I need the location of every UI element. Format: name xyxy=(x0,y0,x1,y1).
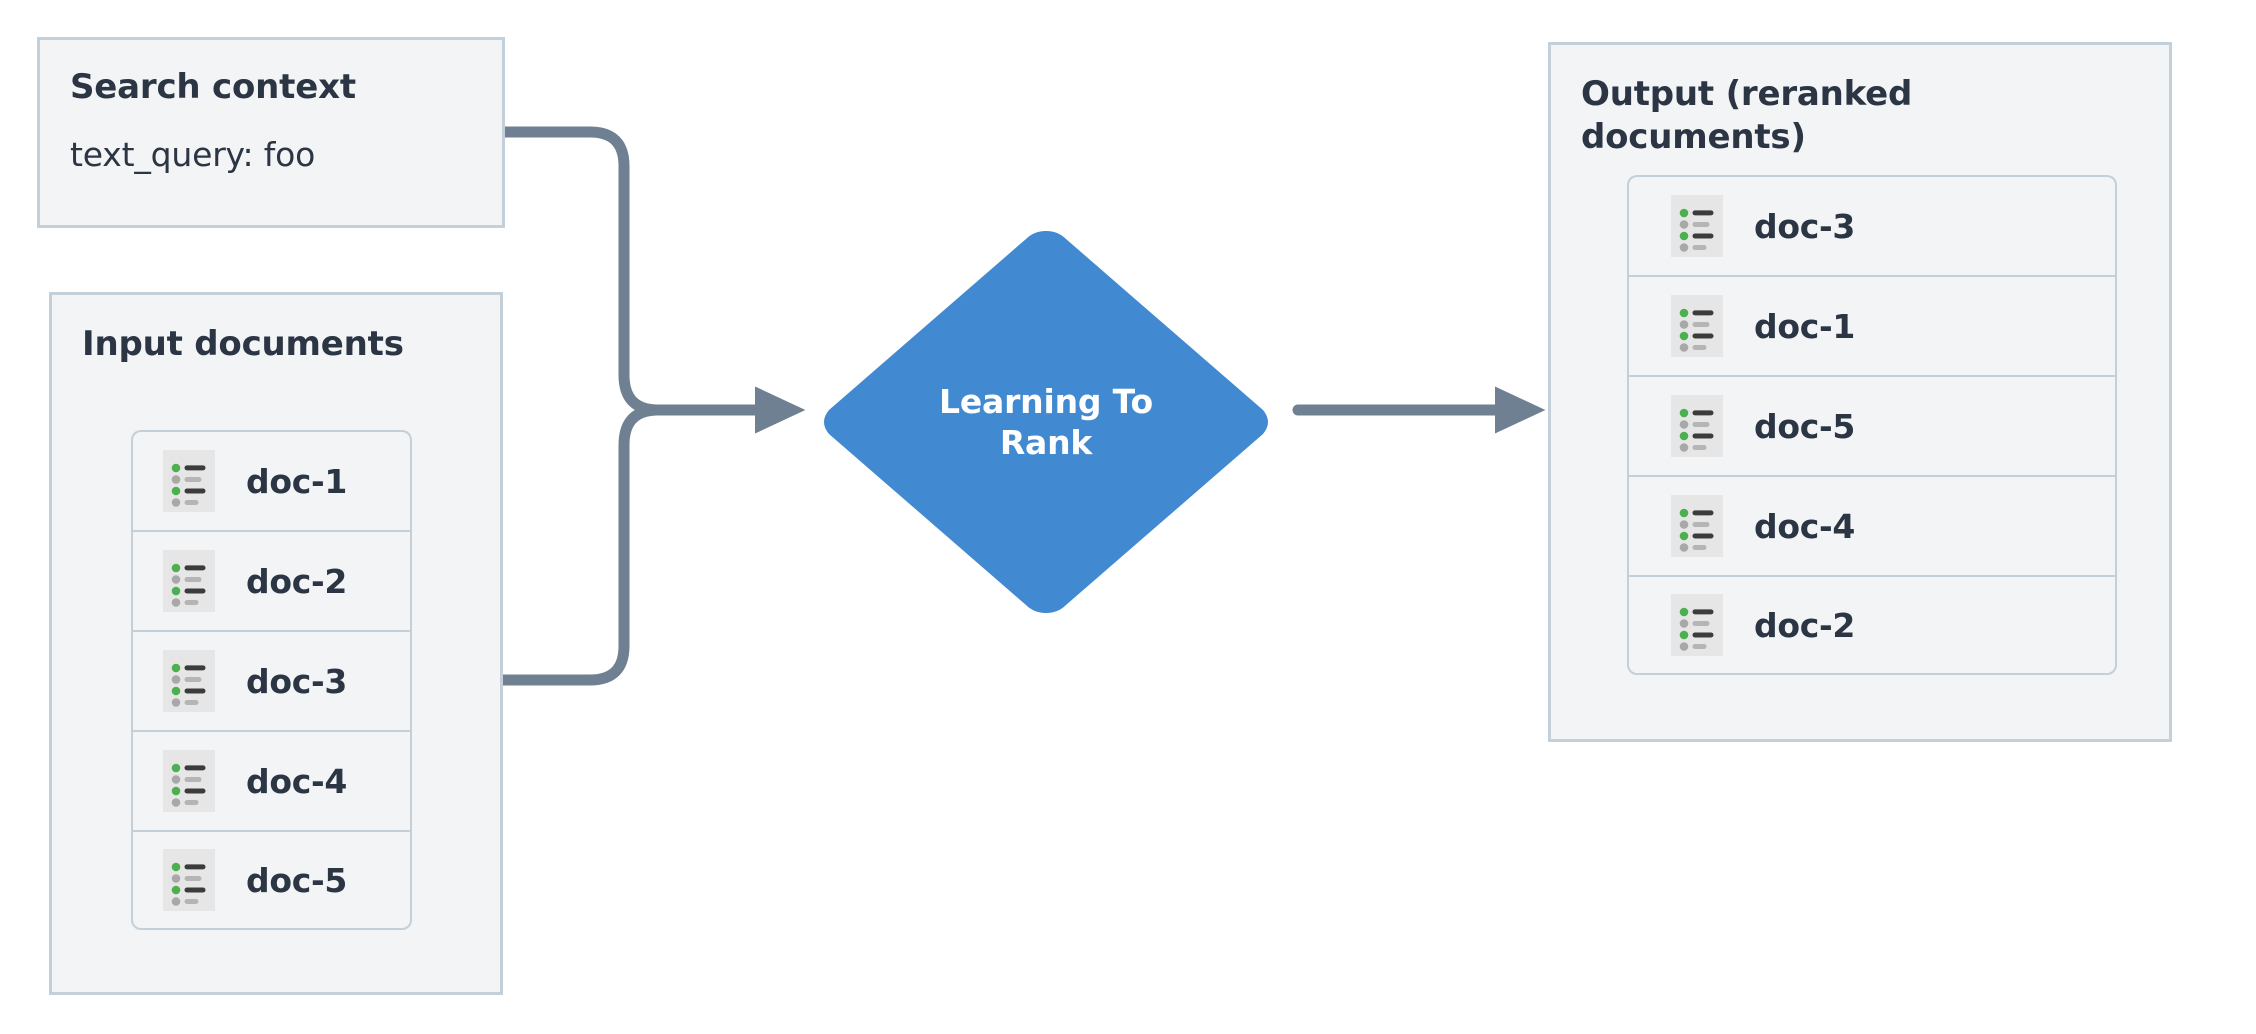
list-item-label: doc-4 xyxy=(1754,506,1856,546)
document-list-icon xyxy=(163,750,215,812)
document-list-icon xyxy=(1671,594,1723,656)
document-list-icon xyxy=(1671,495,1723,557)
list-item-label: doc-3 xyxy=(246,661,348,701)
search-context-panel: Search context text_query: foo xyxy=(37,37,505,228)
search-context-title: Search context xyxy=(70,67,356,107)
learning-to-rank-node[interactable]: Learning To Rank xyxy=(812,222,1280,622)
list-item-label: doc-2 xyxy=(1754,605,1856,645)
list-item-label: doc-2 xyxy=(246,561,348,601)
document-list-icon xyxy=(163,650,215,712)
list-item[interactable]: doc-3 xyxy=(131,630,412,730)
list-item-label: doc-4 xyxy=(246,761,348,801)
list-item[interactable]: doc-4 xyxy=(1627,475,2117,575)
input-document-list: doc-1 doc-2 xyxy=(131,430,412,930)
list-item-label: doc-1 xyxy=(1754,306,1856,346)
list-item[interactable]: doc-2 xyxy=(1627,575,2117,675)
list-item[interactable]: doc-3 xyxy=(1627,175,2117,275)
list-item-label: doc-5 xyxy=(1754,406,1856,446)
list-item[interactable]: doc-1 xyxy=(131,430,412,530)
diamond-shape xyxy=(824,231,1268,613)
output-documents-title: Output (reranked documents) xyxy=(1581,74,1913,157)
list-item[interactable]: doc-1 xyxy=(1627,275,2117,375)
list-item[interactable]: doc-5 xyxy=(131,830,412,930)
list-item[interactable]: doc-5 xyxy=(1627,375,2117,475)
document-list-icon xyxy=(163,849,215,911)
document-list-icon xyxy=(1671,395,1723,457)
list-item-label: doc-3 xyxy=(1754,206,1856,246)
document-list-icon xyxy=(1671,195,1723,257)
list-item-label: doc-5 xyxy=(246,860,348,900)
output-document-list: doc-3 doc-1 xyxy=(1627,175,2117,675)
document-list-icon xyxy=(1671,295,1723,357)
connector-input-documents-to-ltr xyxy=(497,404,664,686)
document-list-icon xyxy=(163,450,215,512)
list-item[interactable]: doc-2 xyxy=(131,530,412,630)
document-list-icon xyxy=(163,550,215,612)
connector-search-context-to-ltr xyxy=(499,126,664,416)
input-documents-title: Input documents xyxy=(82,324,404,364)
list-item[interactable]: doc-4 xyxy=(131,730,412,830)
search-context-query: text_query: foo xyxy=(70,134,316,174)
list-item-label: doc-1 xyxy=(246,461,348,501)
